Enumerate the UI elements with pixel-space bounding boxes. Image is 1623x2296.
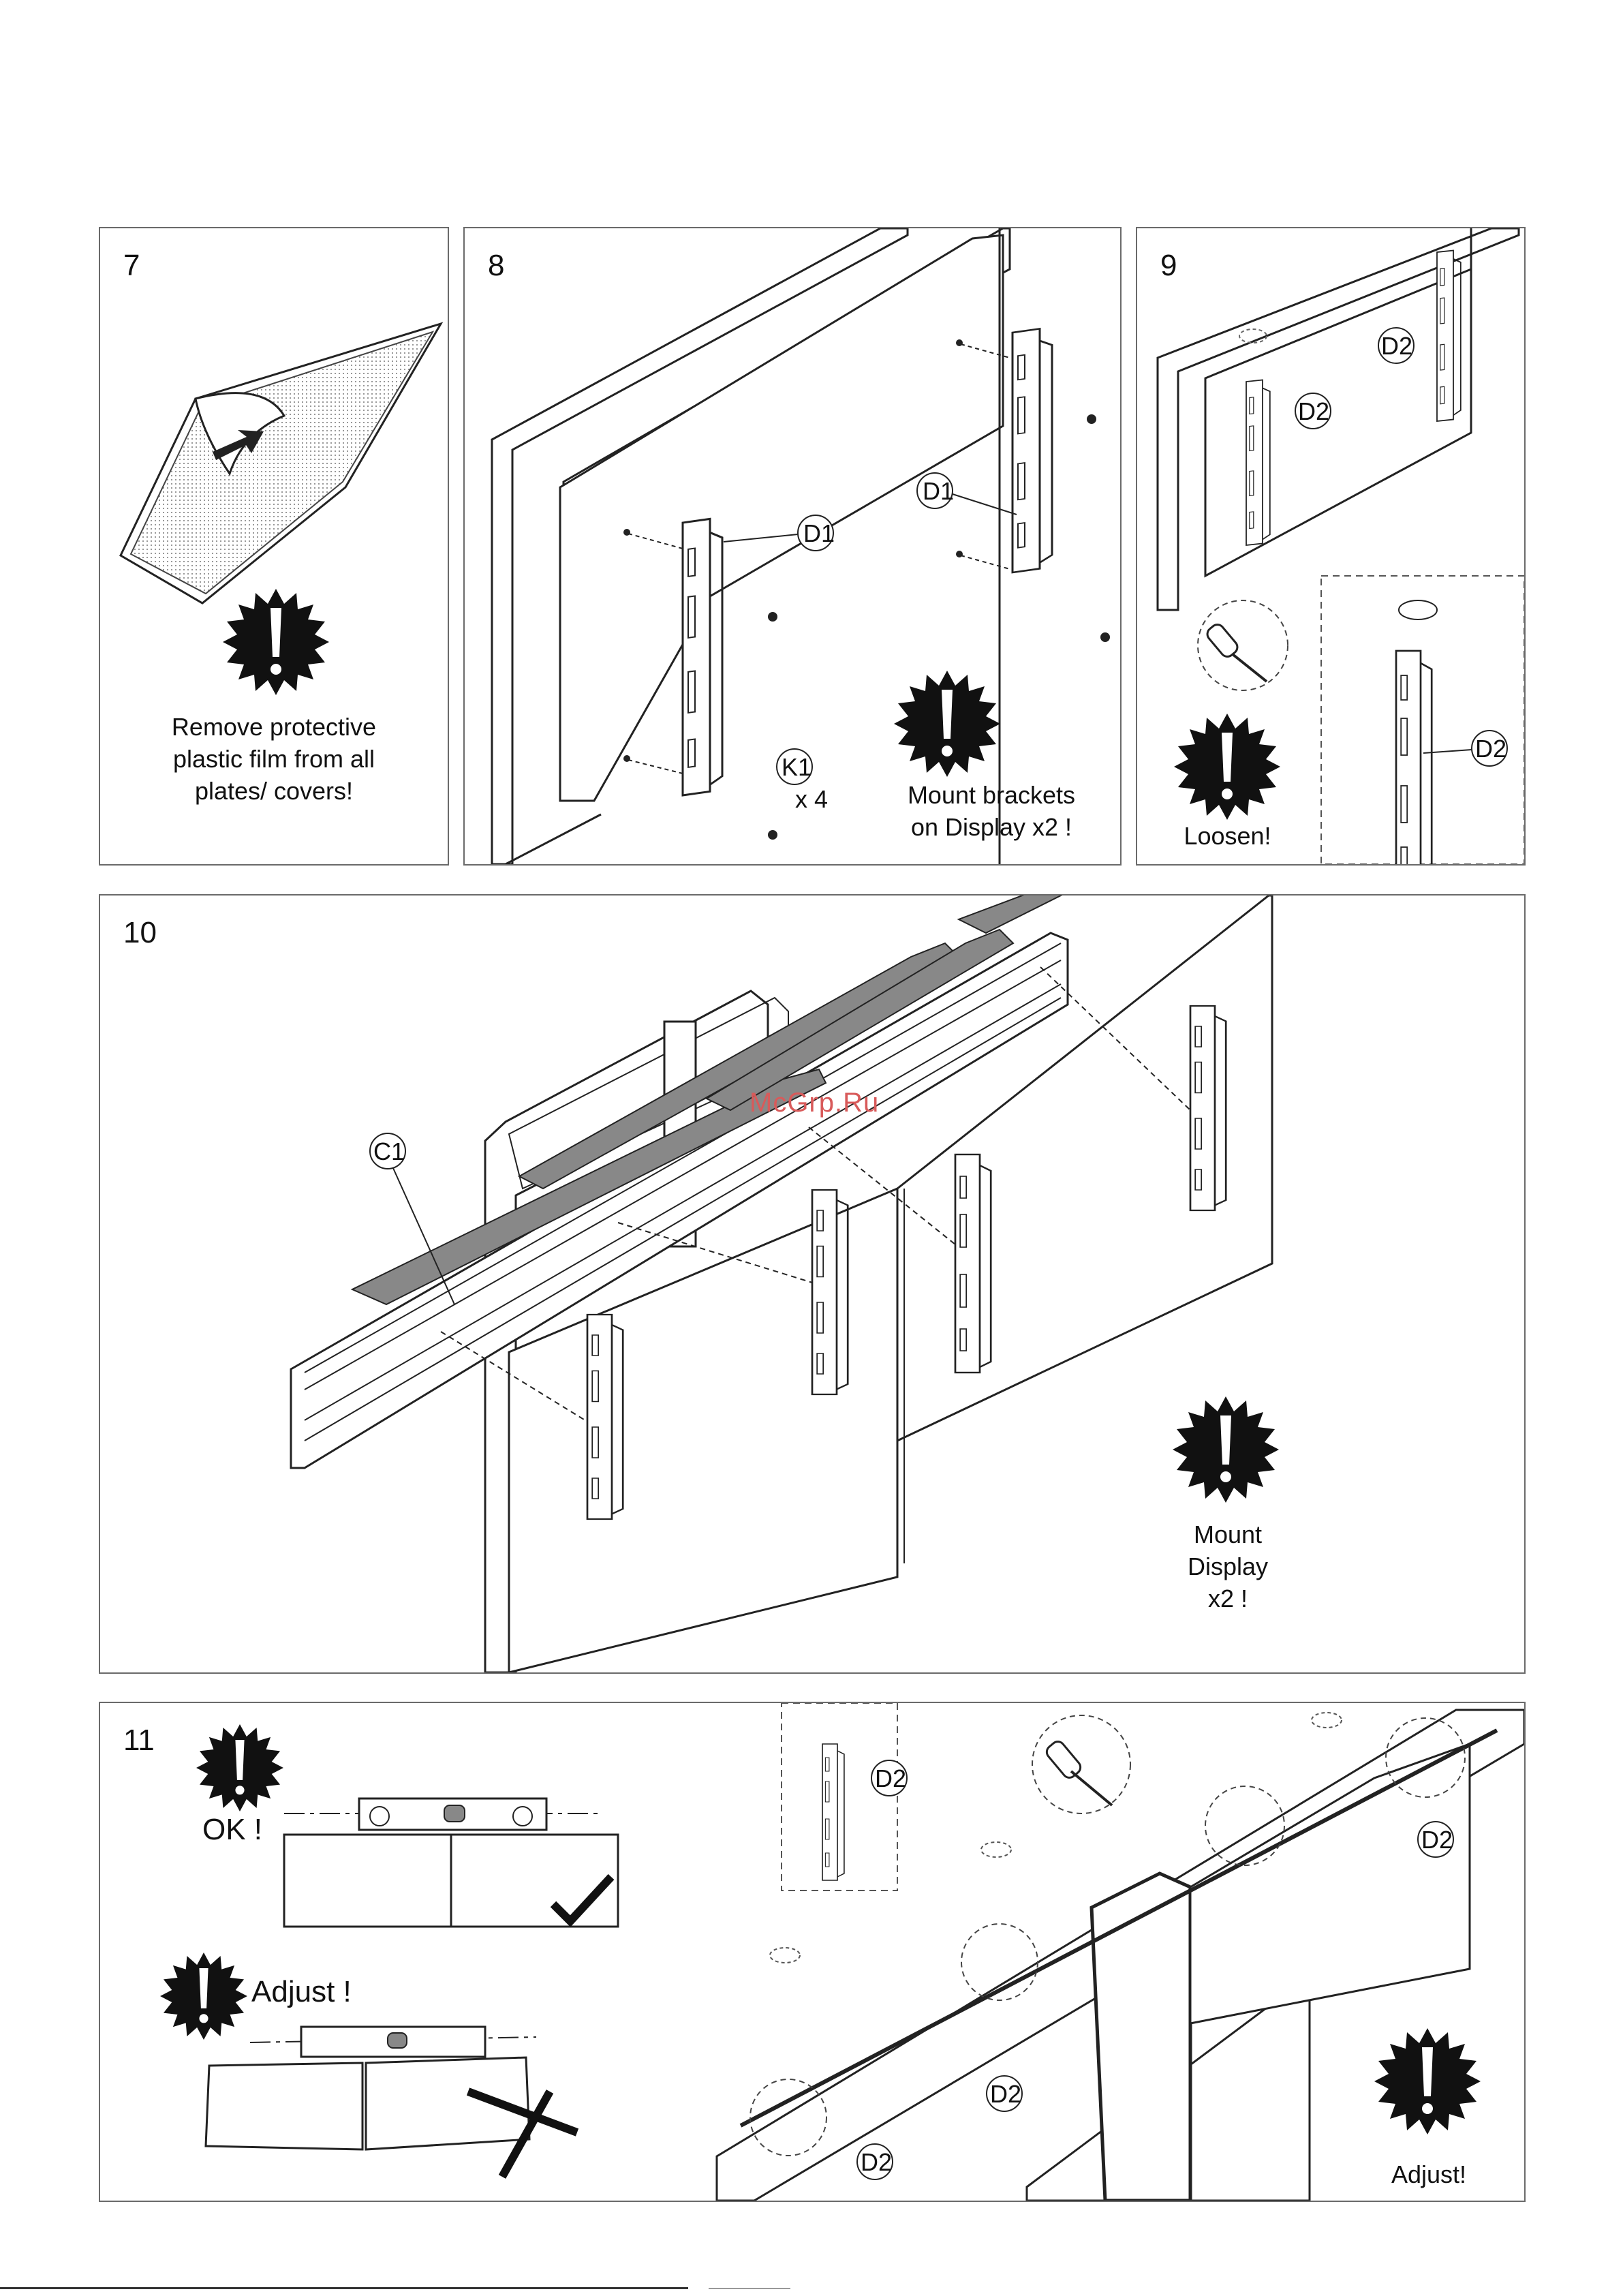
step-7-panel: 7 Remove protective plastic film from al… [99, 227, 449, 866]
callout-d2-right: D2 [1381, 332, 1412, 360]
warning-burst-icon [1174, 714, 1280, 820]
step-10-panel: 10 C1 [99, 894, 1526, 1674]
bracket-loosen-illustration: D2 D2 D2 [1137, 228, 1524, 864]
caption-line: Adjust! [1367, 2158, 1490, 2190]
footer-rule [0, 2287, 688, 2289]
callout-d2-detail: D2 [1475, 735, 1506, 763]
warning-burst-icon [160, 1953, 247, 2040]
display-mounting-illustration: C1 [100, 896, 1524, 1672]
warning-burst-icon [1374, 2028, 1481, 2134]
callout-d1-right: D1 [923, 477, 954, 505]
step-10-caption: Mount Display x2 ! [1163, 1518, 1293, 1614]
warning-burst-icon [1173, 1396, 1279, 1503]
leveling-illustration: OK ! Adjust ! D2 [100, 1703, 1524, 2201]
watermark: McGrp.Ru [749, 1088, 879, 1118]
callout-c1: C1 [373, 1137, 405, 1165]
caption-line: on Display x2 ! [893, 811, 1090, 843]
callout-d2-detail: D2 [875, 1764, 906, 1792]
display-back-illustration: D1 D1 K1 x 4 [465, 228, 1120, 864]
caption-line: Remove protective [141, 711, 407, 743]
caption-line: Loosen! [1164, 820, 1290, 852]
warning-burst-icon [196, 1724, 283, 1811]
callout-k1: K1 [782, 753, 812, 781]
callout-d2-left: D2 [1298, 397, 1329, 425]
ok-label: OK ! [202, 1813, 262, 1846]
callout-d2-middle: D2 [990, 2080, 1021, 2108]
step-11-panel: 11 OK ! Adjust ! D2 [99, 1702, 1526, 2202]
step-11-caption: Adjust! [1367, 2158, 1490, 2190]
quantity-label: x 4 [795, 785, 828, 813]
caption-line: Mount [1163, 1518, 1293, 1550]
caption-line: Display [1163, 1550, 1293, 1582]
step-8-panel: 8 D1 D1 K1 x 4 [463, 227, 1122, 866]
callout-d1-left: D1 [803, 519, 835, 547]
footer-rule-secondary [709, 2288, 790, 2289]
caption-line: plates/ covers! [141, 775, 407, 807]
callout-d2-lower: D2 [861, 2148, 892, 2176]
step-8-caption: Mount brackets on Display x2 ! [893, 779, 1090, 843]
caption-line: plastic film from all [141, 743, 407, 775]
warning-burst-icon [894, 671, 1000, 777]
caption-line: Mount brackets [893, 779, 1090, 811]
adjust-label: Adjust ! [251, 1975, 352, 2008]
callout-d2-upper: D2 [1421, 1826, 1453, 1854]
step-9-caption: Loosen! [1164, 820, 1290, 852]
step-7-caption: Remove protective plastic film from all … [141, 711, 407, 807]
caption-line: x2 ! [1163, 1582, 1293, 1614]
step-9-panel: 9 D2 D2 D2 Loosen! [1136, 227, 1526, 866]
